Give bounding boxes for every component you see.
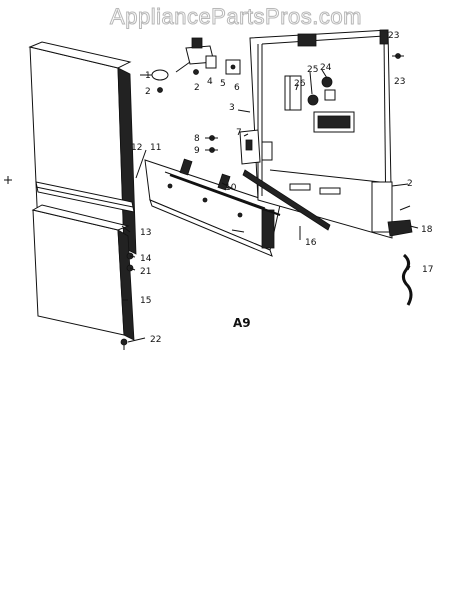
callout-21: 21 [140, 267, 151, 277]
callout-24: 24 [320, 63, 332, 73]
callout-16: 16 [305, 238, 317, 248]
door-gasket [169, 173, 281, 217]
door-latch-assembly [140, 37, 241, 93]
bottom-gasket-strip [242, 169, 331, 231]
hinge-bracket [239, 129, 273, 165]
leader-lines [121, 69, 419, 343]
callout-labels: 1 2 2 3 4 5 6 7 8 9 10 11 12 13 14 15 16… [131, 31, 433, 345]
callout-26: 26 [294, 79, 306, 89]
callout-9: 9 [194, 146, 200, 156]
callout-12: 12 [131, 143, 142, 153]
callout-25: 25 [307, 65, 318, 75]
callout-10: 10 [225, 183, 237, 193]
callout-11: 11 [150, 143, 161, 153]
callout-7: 7 [236, 128, 242, 138]
callout-5: 5 [220, 79, 226, 89]
callout-2a: 2 [145, 87, 151, 97]
top-screws [392, 53, 404, 59]
callout-22: 22 [150, 335, 161, 345]
callout-2b: 2 [194, 83, 200, 93]
hinge-arm [371, 181, 413, 237]
diagram-caption: A9 [233, 316, 251, 330]
callout-8: 8 [194, 134, 200, 144]
callout-23b: 23 [394, 77, 405, 87]
callout-4: 4 [207, 77, 213, 87]
callout-15: 15 [140, 296, 151, 306]
callout-13: 13 [140, 228, 151, 238]
callout-17: 17 [422, 265, 433, 275]
callout-23a: 23 [388, 31, 399, 41]
trim-strip [35, 181, 135, 213]
control-panel [144, 158, 281, 257]
callout-2c: 2 [407, 179, 413, 189]
door-spring [401, 253, 413, 306]
callout-6: 6 [234, 83, 240, 93]
callout-14: 14 [140, 254, 152, 264]
watermark-text: AppliancePartsPros.com [110, 4, 362, 30]
callout-18: 18 [421, 225, 433, 235]
panel-screws [4, 176, 134, 350]
bracket-screws [205, 135, 218, 153]
callout-1: 1 [145, 71, 151, 81]
callout-3: 3 [229, 103, 235, 113]
lower-access-panel [31, 204, 135, 341]
inner-door-liner [249, 29, 393, 239]
